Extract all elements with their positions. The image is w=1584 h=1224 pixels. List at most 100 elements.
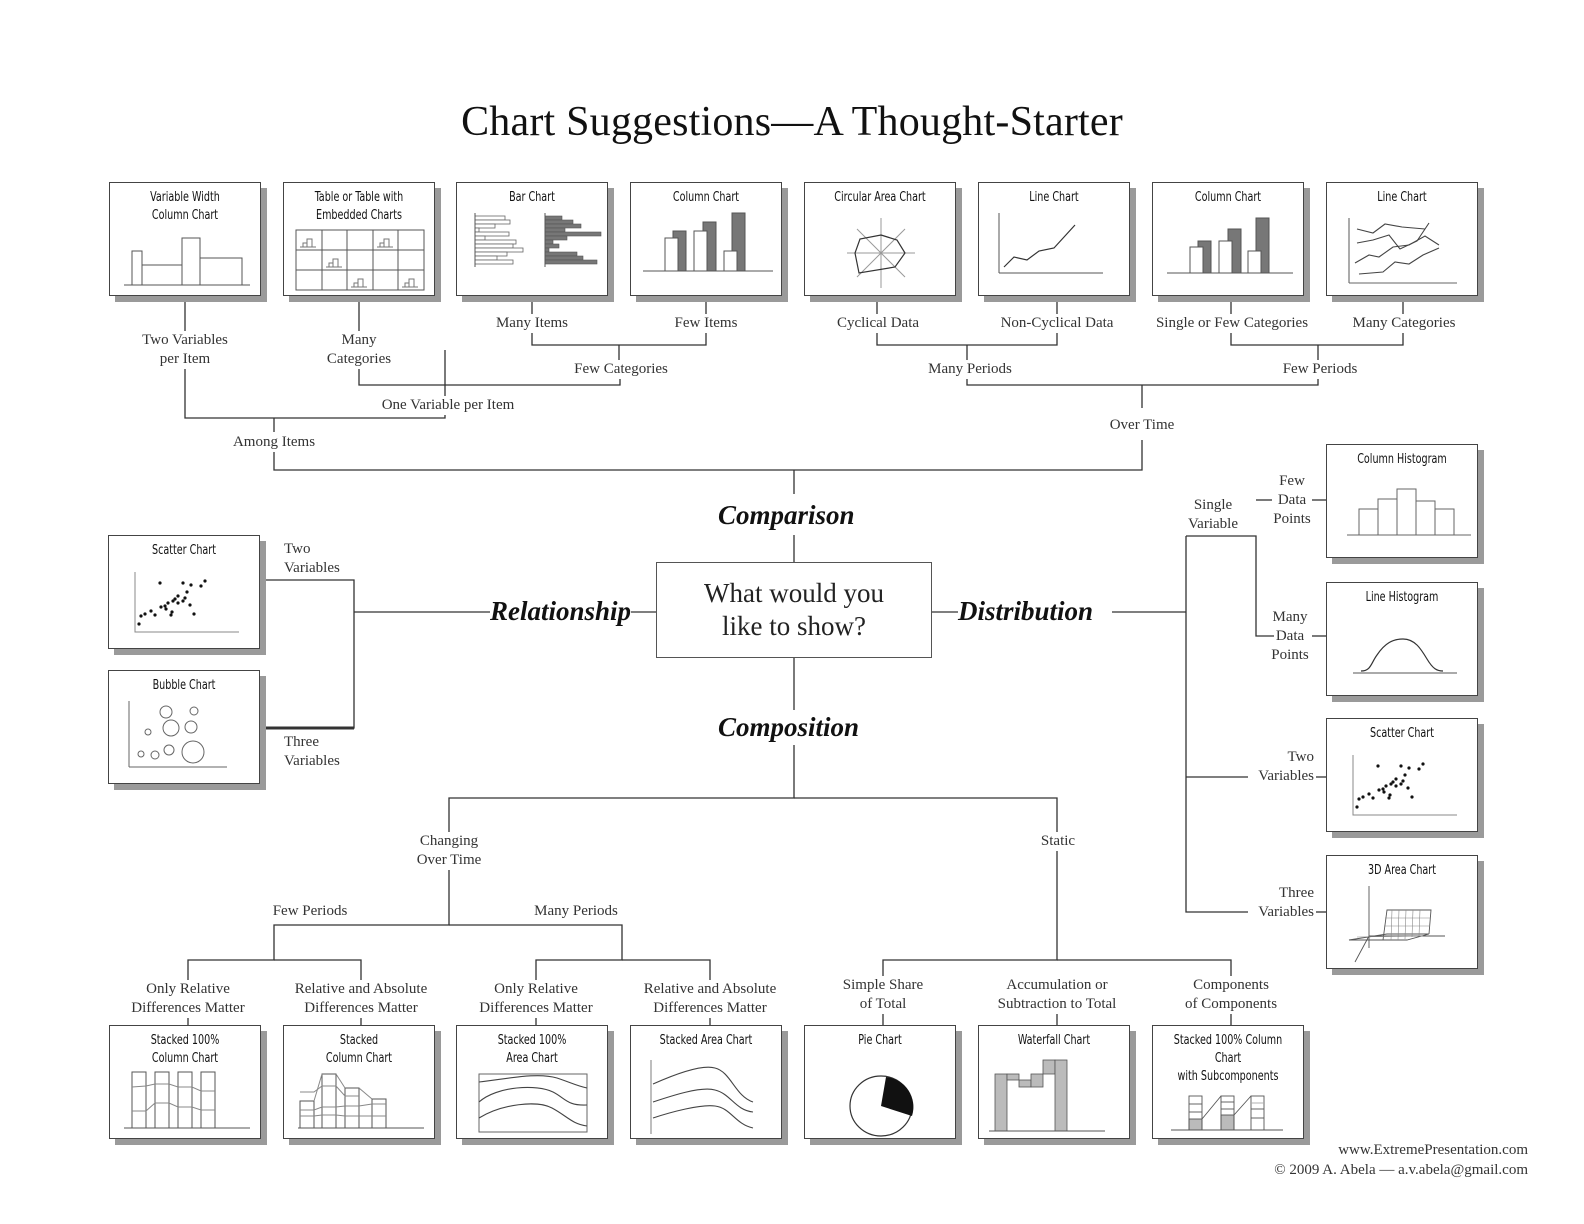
circular-area-chart-icon <box>847 218 915 288</box>
scatter-axes <box>134 572 239 633</box>
scatter-dot <box>1401 779 1405 783</box>
card-scatter-chart-distribution[interactable]: Scatter Chart <box>1326 718 1478 832</box>
scatter-dot <box>1384 784 1388 788</box>
table-with-embedded-charts-icon <box>295 229 425 291</box>
scatter-dot <box>203 579 207 583</box>
card-stacked-100-column-chart[interactable]: Stacked 100%Column Chart <box>109 1025 261 1139</box>
scatter-dot <box>1371 796 1375 800</box>
label-single-or-few-categories: Single or Few Categories <box>1150 314 1314 333</box>
card-multi-line-chart[interactable]: Line Chart <box>1326 182 1478 296</box>
label-many-periods: Many Periods <box>924 360 1016 379</box>
card-title: Circular Area Chart <box>834 190 926 205</box>
scatter-dot <box>183 596 187 600</box>
scatter-dot <box>1399 782 1403 786</box>
category-comparison[interactable]: Comparison <box>718 500 855 531</box>
stacked-100-column-subcomponents-icon <box>1171 1095 1283 1131</box>
label-few-periods: Few Periods <box>1278 360 1362 379</box>
scatter-dot <box>1355 805 1359 809</box>
category-relationship[interactable]: Relationship <box>490 596 632 627</box>
card-scatter-chart-relationship[interactable]: Scatter Chart <box>108 535 260 649</box>
card-column-histogram[interactable]: Column Histogram <box>1326 444 1478 558</box>
card-title: Waterfall Chart <box>1017 1033 1091 1048</box>
label-over-time: Over Time <box>1104 416 1180 435</box>
card-column-chart-time[interactable]: Column Chart <box>1152 182 1304 296</box>
card-line-chart[interactable]: Line Chart <box>978 182 1130 296</box>
category-composition[interactable]: Composition <box>718 712 860 743</box>
card-line-histogram[interactable]: Line Histogram <box>1326 582 1478 696</box>
scatter-dot <box>1399 764 1403 768</box>
label-few-periods-comp: Few Periods <box>272 903 348 919</box>
card-bar-chart[interactable]: Bar Chart <box>456 182 608 296</box>
card-title: Bar Chart <box>509 190 555 205</box>
scatter-dot <box>181 581 185 585</box>
card-bubble-chart[interactable]: Bubble Chart <box>108 670 260 784</box>
scatter-dot <box>1381 787 1385 791</box>
scatter-dot <box>1406 786 1410 790</box>
scatter-dot <box>176 601 180 605</box>
label-one-variable-per-item: One Variable per Item <box>375 396 521 415</box>
scatter-dot <box>181 599 185 603</box>
card-title: Line Chart <box>1029 190 1079 205</box>
scatter-dot <box>1394 784 1398 788</box>
card-circular-area-chart[interactable]: Circular Area Chart <box>804 182 956 296</box>
stacked-100-area-chart-icon <box>478 1073 588 1133</box>
line-histogram-icon <box>1353 638 1457 674</box>
scatter-dot <box>173 597 177 601</box>
scatter-dot <box>1367 792 1371 796</box>
scatter-dot <box>199 584 203 588</box>
scatter-dot <box>170 610 174 614</box>
label-static: Static <box>1033 832 1083 851</box>
card-column-chart[interactable]: Column Chart <box>630 182 782 296</box>
scatter-dot <box>158 581 162 585</box>
scatter-dot <box>1377 788 1381 792</box>
label-many-categories-time: Many Categories <box>1344 314 1464 333</box>
card-pie-chart[interactable]: Pie Chart <box>804 1025 956 1139</box>
card-title: Column Chart <box>1194 190 1262 205</box>
stacked-100-column-chart-icon <box>124 1071 250 1129</box>
footer-website[interactable]: www.ExtremePresentation.com <box>1338 1142 1528 1158</box>
card-title: 3D Area Chart <box>1368 863 1436 878</box>
card-stacked-100-area-chart[interactable]: Stacked 100%Area Chart <box>456 1025 608 1139</box>
label-cyclical-data: Cyclical Data <box>832 314 924 333</box>
card-3d-area-chart[interactable]: 3D Area Chart <box>1326 855 1478 969</box>
scatter-dot <box>1391 780 1395 784</box>
bar-chart-icon <box>474 213 602 267</box>
scatter-dot <box>185 590 189 594</box>
scatter-dot <box>166 601 170 605</box>
label-few-items: Few Items <box>670 314 742 333</box>
card-title: Scatter Chart <box>151 543 216 558</box>
label-few-categories: Few Categories <box>571 360 671 379</box>
scatter-dot <box>192 612 196 616</box>
category-distribution[interactable]: Distribution <box>958 596 1094 627</box>
card-waterfall-chart[interactable]: Waterfall Chart <box>978 1025 1130 1139</box>
scatter-dot <box>164 607 168 611</box>
card-stacked-area-chart[interactable]: Stacked Area Chart <box>630 1025 782 1139</box>
card-title: Bubble Chart <box>152 678 216 693</box>
scatter-dot <box>1361 795 1365 799</box>
scatter-dot <box>169 613 173 617</box>
scatter-dot <box>149 609 153 613</box>
card-title: Column Chart <box>672 190 740 205</box>
card-title: Line Chart <box>1377 190 1427 205</box>
card-title: Stacked 100%Area Chart <box>497 1033 567 1066</box>
